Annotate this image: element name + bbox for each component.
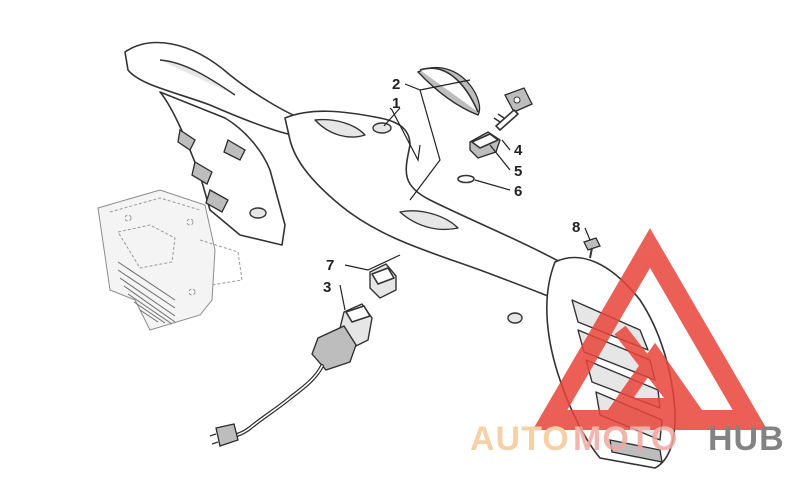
- callout-3: 3: [323, 279, 331, 296]
- automotohub-watermark: AUTO MOTO HUB: [470, 228, 785, 458]
- o-ring: [457, 174, 475, 184]
- callout-7: 7: [326, 257, 334, 274]
- ignition-key: [493, 87, 533, 131]
- callout-labels: 1 2 3 4 5 6 7 8: [323, 76, 580, 296]
- switch-cap: [469, 131, 501, 159]
- watermark-auto: AUTO: [470, 420, 570, 458]
- callout-2: 2: [392, 76, 400, 93]
- callout-5: 5: [514, 163, 522, 180]
- callout-8: 8: [572, 219, 580, 236]
- leader-lines: [339, 79, 591, 311]
- callout-4: 4: [514, 142, 523, 159]
- watermark-triangle-logo: [532, 228, 768, 430]
- callout-6: 6: [514, 183, 522, 200]
- bushing: [369, 263, 397, 299]
- watermark-moto: MOTO: [573, 420, 678, 458]
- decal-part: [416, 67, 481, 116]
- watermark-hub: HUB: [708, 420, 785, 458]
- grille-hatching: [117, 261, 176, 325]
- callout-1: 1: [392, 95, 400, 112]
- mounting-bracket-ghost: [97, 189, 243, 331]
- ignition-switch-harness: [209, 303, 373, 447]
- screw: [583, 237, 601, 259]
